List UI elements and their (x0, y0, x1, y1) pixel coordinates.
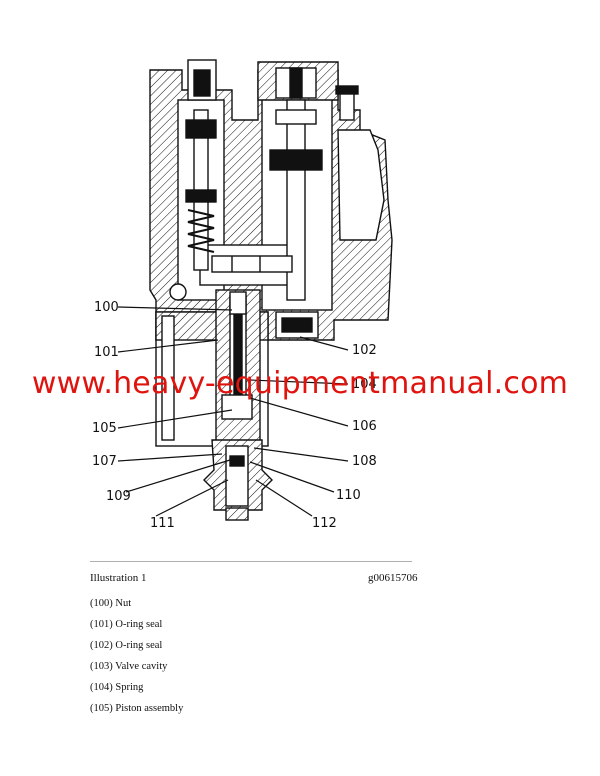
callout-102: 102 (352, 343, 377, 358)
legend-item: (100) Nut (90, 598, 132, 609)
callout-105: 105 (92, 421, 117, 436)
illustration-label: Illustration 1 (90, 572, 147, 584)
callout-100: 100 (94, 300, 119, 315)
parts-legend: (100) Nut (101) O-ring seal (102) O-ring… (90, 597, 183, 723)
callout-108: 108 (352, 454, 377, 469)
watermark-url: www.heavy-equipmentmanual.com (31, 366, 569, 401)
callout-112: 112 (312, 516, 337, 531)
valve-cross-section-drawing: 100 101 102 104 105 106 107 108 109 110 … (92, 59, 393, 531)
legend-item: (101) O-ring seal (90, 619, 163, 630)
callout-107: 107 (92, 454, 117, 469)
callout-111: 111 (150, 516, 175, 531)
illustration-code: g00615706 (368, 572, 418, 584)
legend-item: (105) Piston assembly (90, 703, 184, 714)
callout-110: 110 (336, 488, 361, 503)
legend-item: (102) O-ring seal (90, 640, 163, 651)
legend-item: (103) Valve cavity (90, 661, 168, 672)
caption-divider (90, 561, 412, 562)
callout-101: 101 (94, 345, 119, 360)
callout-104: 104 (352, 377, 377, 392)
callout-106: 106 (352, 419, 377, 434)
legend-item: (104) Spring (90, 682, 144, 693)
callout-109: 109 (106, 489, 131, 504)
